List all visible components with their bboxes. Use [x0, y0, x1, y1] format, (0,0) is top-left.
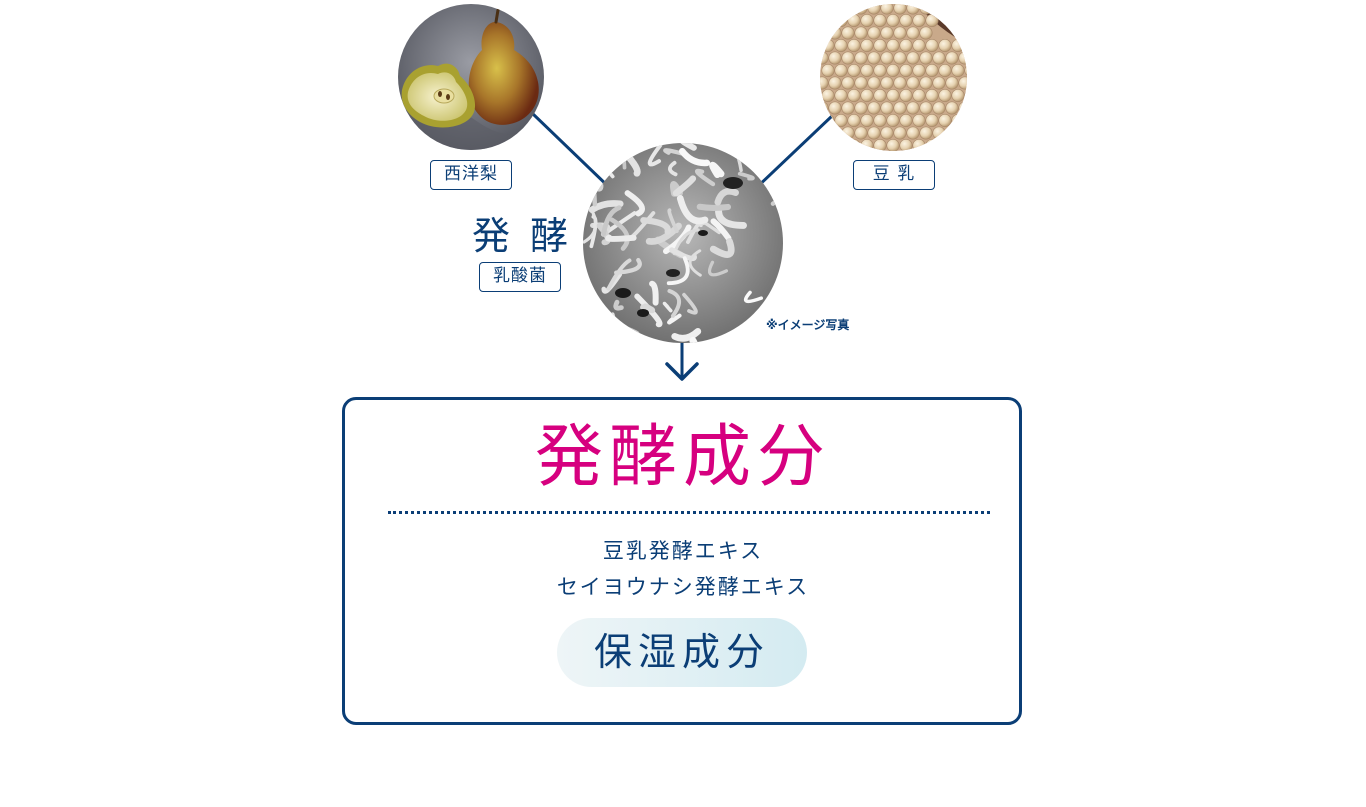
- lactic-acid-bacteria-micrograph: [583, 143, 783, 343]
- soybeans-photo: [820, 4, 967, 151]
- ingredient-soymilk-extract: 豆乳発酵エキス: [602, 539, 764, 563]
- pear-label: 西洋梨: [444, 164, 498, 184]
- pear-photo: [398, 4, 544, 150]
- pear-label-tag: 西洋梨: [430, 160, 512, 190]
- ferment-title: 発 酵: [471, 214, 573, 258]
- ingredient-pear-extract: セイヨウナシ発酵エキス: [556, 575, 810, 599]
- soymilk-label: 豆 乳: [872, 164, 916, 184]
- pear-connector-line: [531, 112, 614, 192]
- lactic-acid-bacteria-label: 乳酸菌: [493, 266, 547, 286]
- lactic-acid-bacteria-tag: 乳酸菌: [479, 262, 561, 292]
- result-title: 発酵成分: [534, 418, 831, 497]
- moisturizing-badge: 保湿成分: [557, 618, 807, 687]
- down-arrow-icon: [665, 362, 699, 381]
- image-note: ※イメージ写真: [766, 318, 850, 332]
- dotted-divider: [388, 511, 990, 514]
- soymilk-connector-line: [752, 114, 834, 192]
- soymilk-label-tag: 豆 乳: [853, 160, 935, 190]
